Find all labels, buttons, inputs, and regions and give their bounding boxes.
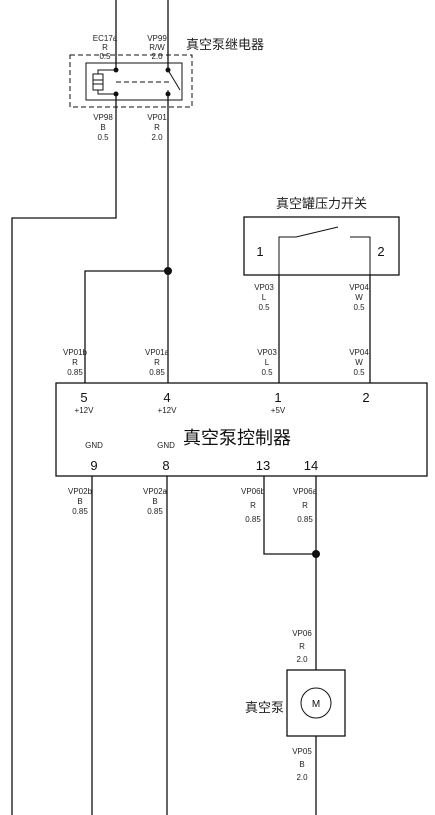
relay-dashed-enclosure xyxy=(69,54,193,108)
pin5-wire-color: R xyxy=(72,358,78,367)
pin5-wire-size: 0.85 xyxy=(67,368,83,377)
junction-vp06 xyxy=(312,550,320,558)
wire-vp01b xyxy=(84,270,168,383)
controller-pin-5: 5 xyxy=(80,390,87,405)
controller-pin-5-voltage: +12V xyxy=(75,406,95,415)
relay-bottom-left-size: 0.5 xyxy=(97,133,109,142)
pin14-wire-size: 0.85 xyxy=(297,515,313,524)
controller-pin-4: 4 xyxy=(163,390,170,405)
pin4-wire-size: 0.85 xyxy=(149,368,165,377)
vacuum-pump: M xyxy=(286,669,346,737)
pin2-wire-size: 0.5 xyxy=(353,368,365,377)
pin1-wire-color: L xyxy=(265,358,270,367)
pin2-wire-code: VP04 xyxy=(349,348,369,357)
wire-vp06b xyxy=(263,476,316,555)
vacuum-pump-relay xyxy=(69,30,193,148)
pin14-wire-color: R xyxy=(302,501,308,510)
switch-right-code: VP04 xyxy=(349,283,369,292)
pin9-wire-size: 0.85 xyxy=(72,507,88,516)
controller-pin-8-gnd: GND xyxy=(157,441,175,450)
pump-top-wire-code: VP06 xyxy=(292,629,312,638)
pump-body xyxy=(286,669,346,737)
relay-bottom-left-code: VP98 xyxy=(93,113,113,122)
pump-top-wire-size: 2.0 xyxy=(296,655,308,664)
pin8-wire-size: 0.85 xyxy=(147,507,163,516)
relay-bottom-right-size: 2.0 xyxy=(151,133,163,142)
pin8-wire-color: B xyxy=(152,497,157,506)
motor-icon xyxy=(300,687,332,719)
relay-top-left-color: R xyxy=(102,43,108,52)
wires xyxy=(11,0,371,815)
pump-top-wire-color: R xyxy=(299,642,305,651)
switch-title: 真空罐压力开关 xyxy=(276,197,367,212)
relay-top-right-color: R/W xyxy=(149,43,165,52)
pin14-wire-code: VP06a xyxy=(293,487,318,496)
relay-body xyxy=(85,62,183,101)
pump-bottom-wire-code: VP05 xyxy=(292,747,312,756)
switch-left-code: VP03 xyxy=(254,283,274,292)
pin2-wire-color: W xyxy=(355,358,363,367)
relay-bottom-right-color: R xyxy=(154,123,160,132)
junction-vp01 xyxy=(164,267,172,275)
switch-left-color: L xyxy=(262,293,267,302)
motor-symbol: M xyxy=(312,699,320,710)
relay-coil-icon xyxy=(92,73,104,91)
relay-top-right-code: VP99 xyxy=(147,34,167,43)
switch-right-color: W xyxy=(355,293,363,302)
wire-vp98-ground xyxy=(11,148,117,815)
pin1-wire-size: 0.5 xyxy=(261,368,273,377)
controller-pin-1: 1 xyxy=(274,390,281,405)
vacuum-tank-pressure-switch xyxy=(243,216,400,276)
pin4-wire-color: R xyxy=(154,358,160,367)
pin13-wire-size: 0.85 xyxy=(245,515,261,524)
pump-label: 真空泵 xyxy=(245,701,284,716)
controller-body xyxy=(55,382,428,477)
relay-contact-icon xyxy=(167,69,181,94)
controller-pin-14: 14 xyxy=(304,458,318,473)
pump-bottom-wire-size: 2.0 xyxy=(296,773,308,782)
controller-pin-9-gnd: GND xyxy=(85,441,103,450)
switch-pin-1: 1 xyxy=(256,244,263,259)
controller-pin-2: 2 xyxy=(362,390,369,405)
pin13-wire-color: R xyxy=(250,501,256,510)
controller-pin-8: 8 xyxy=(162,458,169,473)
switch-right-size: 0.5 xyxy=(353,303,365,312)
switch-body xyxy=(243,216,400,276)
switch-contact-icon xyxy=(278,226,371,275)
relay-top-right-size: 2.0 xyxy=(151,52,163,61)
controller-pin-1-voltage: +5V xyxy=(271,406,286,415)
relay-top-left-size: 0.5 xyxy=(99,52,111,61)
controller-pin-13: 13 xyxy=(256,458,270,473)
pin4-wire-code: VP01a xyxy=(145,348,170,357)
pin9-wire-code: VP02b xyxy=(68,487,93,496)
relay-bottom-right-code: VP01 xyxy=(147,113,167,122)
controller-title: 真空泵控制器 xyxy=(183,428,291,449)
pin5-wire-code: VP01b xyxy=(63,348,88,357)
switch-pin-2: 2 xyxy=(377,244,384,259)
relay-top-left-code: EC17a xyxy=(93,34,118,43)
switch-left-size: 0.5 xyxy=(258,303,270,312)
relay-title: 真空泵继电器 xyxy=(186,38,264,53)
pin1-wire-code: VP03 xyxy=(257,348,277,357)
pin13-wire-code: VP06b xyxy=(241,487,266,496)
relay-bottom-left-color: B xyxy=(100,123,105,132)
pin8-wire-code: VP02a xyxy=(143,487,168,496)
pin9-wire-color: B xyxy=(77,497,82,506)
controller-pin-9: 9 xyxy=(90,458,97,473)
controller-pin-4-voltage: +12V xyxy=(158,406,178,415)
pump-bottom-wire-color: B xyxy=(299,760,304,769)
